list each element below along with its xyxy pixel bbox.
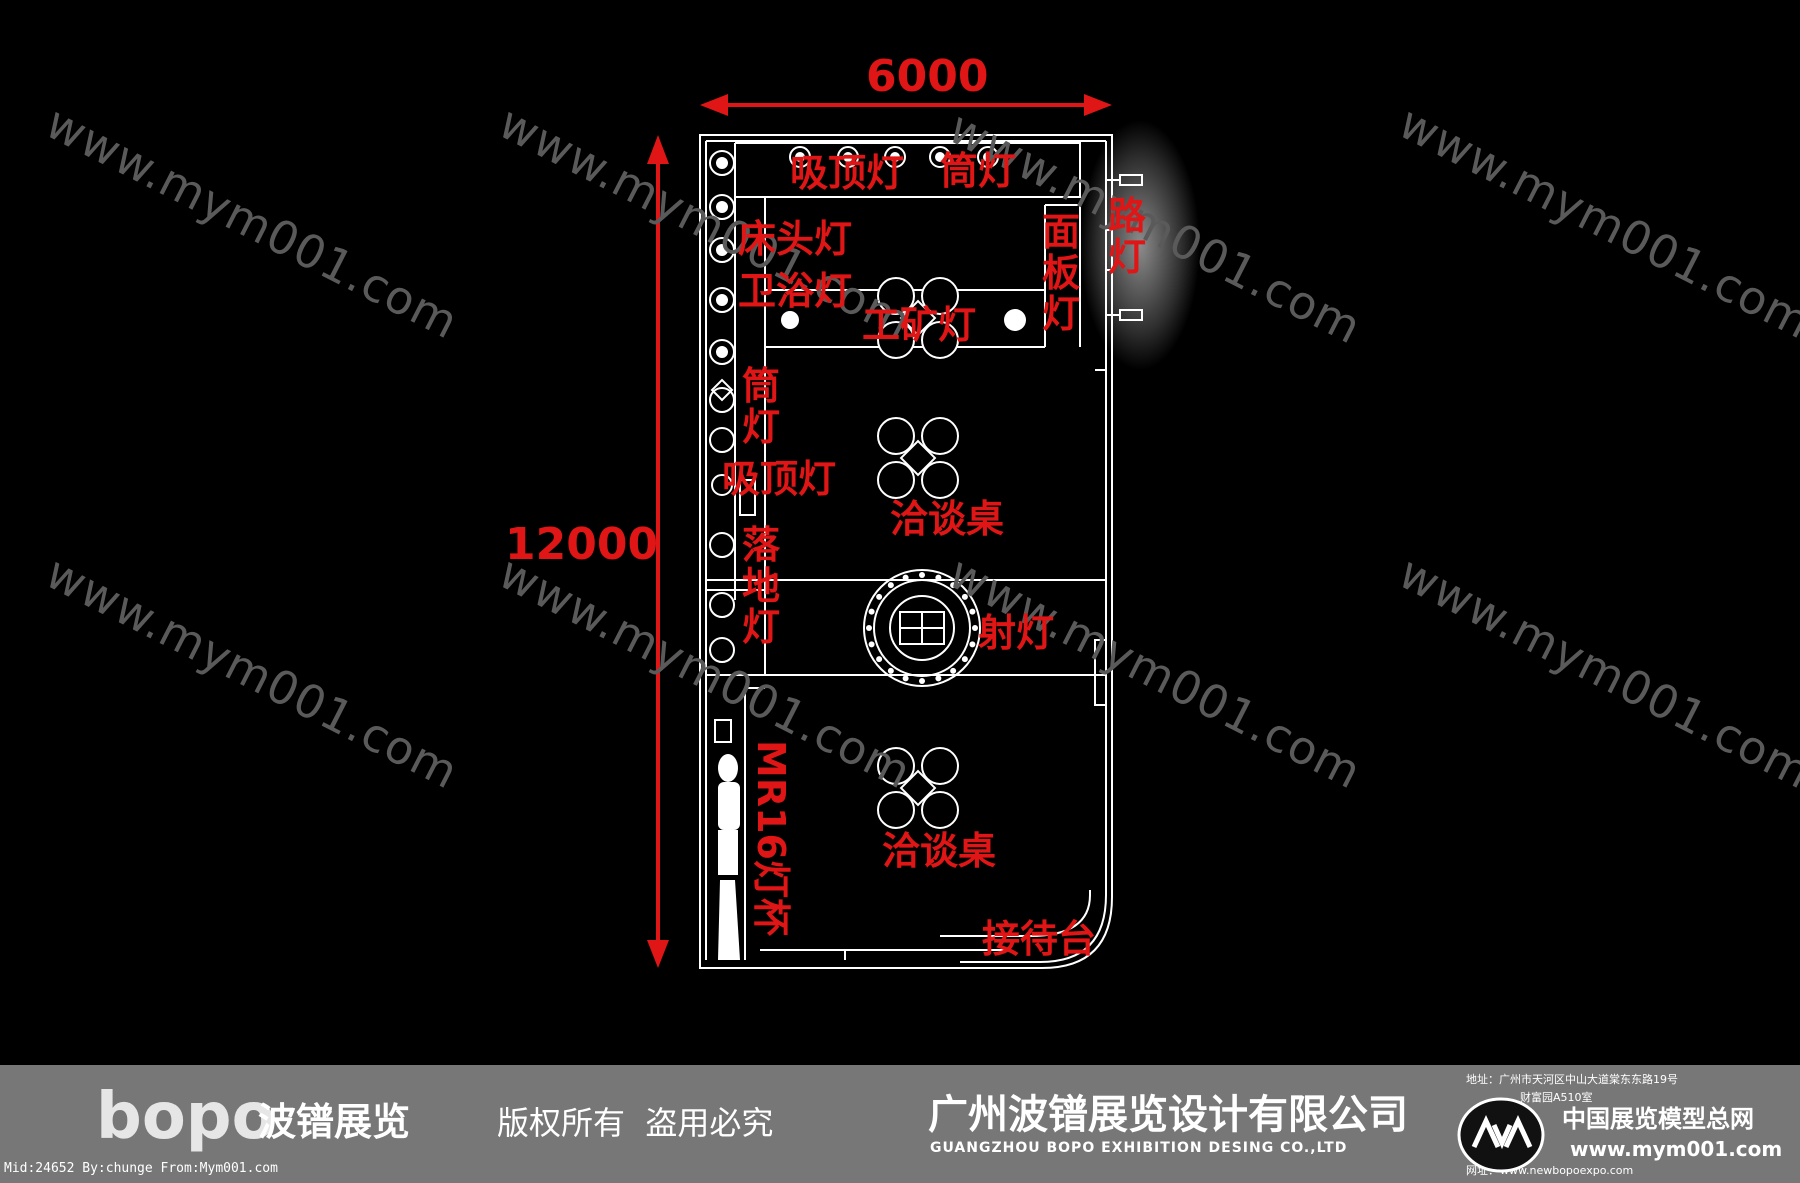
- height-dimension: 12000: [505, 519, 659, 570]
- logo-text: bopo: [96, 1080, 276, 1154]
- label-ceiling-light-top: 吸顶灯: [790, 151, 905, 195]
- label-mr16-cup: MR16灯杯: [749, 740, 793, 936]
- spotlight-dot: [935, 574, 942, 581]
- partner-url[interactable]: www.mym001.com: [1570, 1137, 1783, 1161]
- table-set-1: [877, 277, 959, 359]
- spotlight-dot: [969, 608, 976, 615]
- company-website[interactable]: www.newbopoexpo.com: [1500, 1164, 1634, 1177]
- spotlight-dot: [961, 656, 968, 663]
- label-downlight-side: 筒灯: [742, 364, 781, 450]
- label-mining-light: 工矿灯: [862, 303, 977, 347]
- website-label: 网址：: [1466, 1164, 1499, 1177]
- image-meta: Mid:24652 By:chunge From:Mym001.com: [4, 1161, 278, 1176]
- label-negotiation-table-2: 洽谈桌: [882, 829, 997, 873]
- table-set-2: [877, 417, 959, 499]
- spotlight-dot: [950, 667, 957, 674]
- label-spotlight: 射灯: [978, 611, 1055, 655]
- company-name-cn: 广州波镨展览设计有限公司: [928, 1092, 1408, 1138]
- copyright-text: 版权所有 盗用必究: [497, 1104, 774, 1142]
- spotlight-dot: [972, 625, 978, 631]
- label-road-light: 路灯: [1108, 194, 1147, 280]
- spotlight-dot: [876, 656, 883, 663]
- floor-plan-drawing: [647, 94, 1200, 969]
- brand-name: 波镨展览: [258, 1100, 411, 1144]
- footer-band: bopo 波镨展览 版权所有 盗用必究 广州波镨展览设计有限公司 GUANGZH…: [0, 1065, 1800, 1183]
- spotlight-dot: [902, 574, 909, 581]
- spotlight-dot: [887, 667, 894, 674]
- spotlight-dot: [969, 641, 976, 648]
- ava-logo: [1457, 1097, 1545, 1173]
- label-bedside-light: 床头灯: [738, 217, 853, 261]
- person-figure: [718, 754, 740, 960]
- table-set-3: [877, 747, 959, 829]
- spotlight-dot: [919, 572, 925, 578]
- spotlight-dot: [868, 641, 875, 648]
- partner-name: 中国展览模型总网: [1562, 1105, 1754, 1133]
- company-address: 地址：广州市天河区中山大道棠东东路19号: [1466, 1073, 1678, 1086]
- label-downlight-top: 筒灯: [940, 149, 1017, 193]
- label-ceiling-light-side: 吸顶灯: [722, 457, 837, 501]
- company-address-2: 财富园A510室: [1520, 1091, 1593, 1104]
- spotlight-dot: [866, 625, 872, 631]
- spotlight-dot: [950, 582, 957, 589]
- spotlight-dot: [868, 608, 875, 615]
- label-reception-desk: 接待台: [982, 917, 1097, 961]
- bopo-logo: bopo: [96, 1085, 276, 1149]
- spotlight-dot: [887, 582, 894, 589]
- spotlight-dot: [919, 678, 925, 684]
- width-dimension: 6000: [866, 51, 989, 102]
- spotlight-dot: [935, 675, 942, 682]
- company-name-en: GUANGZHOU BOPO EXHIBITION DESING CO.,LTD: [930, 1140, 1348, 1156]
- road-light-glow: [1080, 120, 1200, 370]
- label-bath-light: 卫浴灯: [738, 269, 853, 313]
- label-negotiation-table-1: 洽谈桌: [890, 497, 1005, 541]
- label-floor-lamp: 落地灯: [742, 523, 781, 650]
- round-display: [863, 569, 981, 687]
- spotlight-dot: [902, 675, 909, 682]
- spotlight-dot: [876, 593, 883, 600]
- label-panel-light: 面板灯: [1042, 210, 1081, 337]
- booth-outline: [699, 134, 1113, 969]
- spotlight-dot: [961, 593, 968, 600]
